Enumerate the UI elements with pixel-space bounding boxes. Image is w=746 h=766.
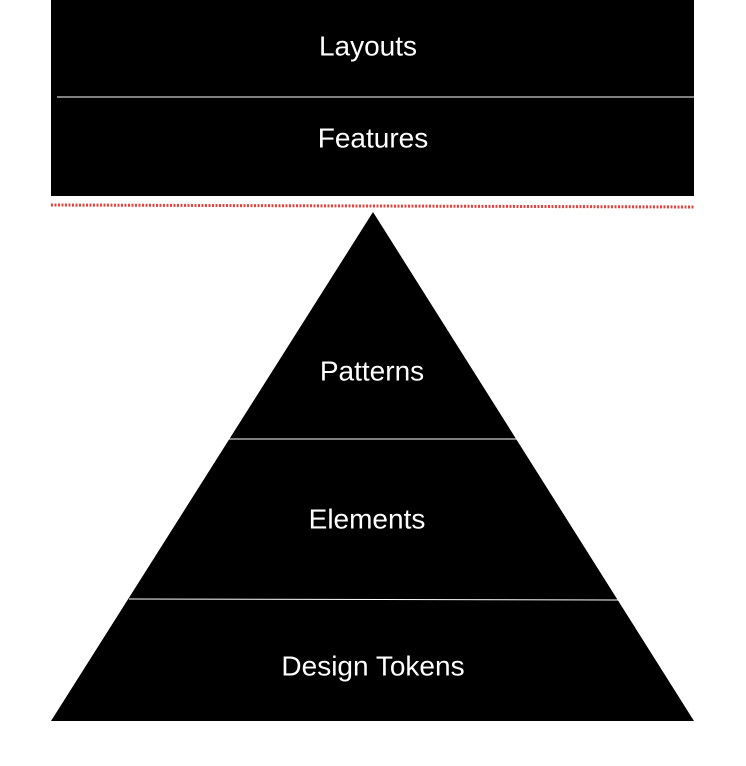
pyramid: Patterns Elements Design Tokens — [51, 212, 694, 721]
layer-label-features: Features — [318, 122, 429, 153]
layer-label-layouts: Layouts — [319, 30, 417, 61]
pyramid-shape — [51, 212, 694, 721]
layer-label-design-tokens: Design Tokens — [281, 650, 464, 681]
pyramid-divider-2 — [128, 598, 619, 601]
layer-label-elements: Elements — [309, 503, 426, 534]
top-block-background — [51, 0, 694, 196]
top-block: Layouts Features — [51, 0, 694, 196]
layer-label-patterns: Patterns — [320, 355, 424, 386]
boundary-dotted-line — [50, 203, 695, 209]
